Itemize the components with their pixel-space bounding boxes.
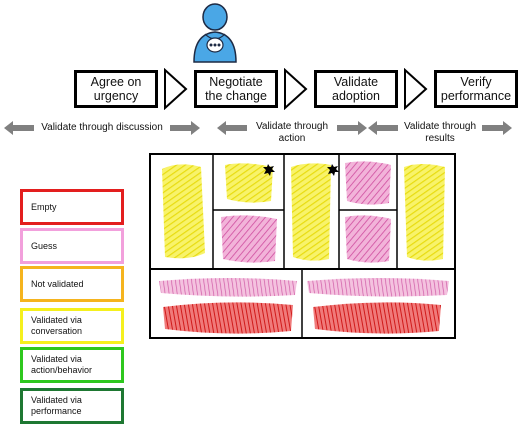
- person-icon: [193, 3, 237, 63]
- scribble-red: [313, 302, 441, 334]
- validation-label-discussion: Validate through discussion: [41, 122, 163, 133]
- arrow-left-icon: [368, 121, 398, 135]
- arrow-left-icon: [217, 121, 247, 135]
- chevron-right-icon: [404, 68, 428, 110]
- arrow-right-icon: [337, 121, 367, 135]
- scribble-pink: [345, 215, 391, 263]
- star-icon: [263, 164, 275, 176]
- validation-label-results: Validate through results: [403, 121, 477, 144]
- validation-label-action: Validate through action: [255, 121, 329, 144]
- scribble-pink: [307, 278, 449, 297]
- scribble-red: [163, 302, 293, 334]
- legend-item-guess: Guess: [20, 228, 124, 264]
- arrow-left-icon: [4, 121, 34, 135]
- scribble-pink: [345, 161, 391, 205]
- arrow-right-icon: [482, 121, 512, 135]
- stage-validate-adoption: Validate adoption: [314, 70, 398, 108]
- scribble-pink: [221, 215, 277, 263]
- stage-agree-on-urgency: Agree on urgency: [74, 70, 158, 108]
- stage-negotiate-the-change: Negotiate the change: [194, 70, 278, 108]
- legend-item-validated-action: Validated via action/behavior: [20, 347, 124, 383]
- chevron-right-icon: [164, 68, 188, 110]
- legend-item-validated-performance: Validated via performance: [20, 388, 124, 424]
- star-icon: [327, 164, 339, 176]
- stage-verify-performance: Verify performance: [434, 70, 518, 108]
- scribble-yellow: [225, 163, 273, 203]
- legend-item-not-validated: Not validated: [20, 266, 124, 302]
- chevron-right-icon: [284, 68, 308, 110]
- scribble-yellow: [291, 163, 331, 261]
- arrow-right-icon: [170, 121, 200, 135]
- legend-item-validated-conversation: Validated via conversation: [20, 308, 124, 344]
- legend-item-empty: Empty: [20, 189, 124, 225]
- scribble-yellow: [162, 164, 205, 259]
- scribble-pink: [159, 278, 297, 297]
- canvas-grid: [149, 153, 456, 339]
- scribble-yellow: [404, 164, 445, 261]
